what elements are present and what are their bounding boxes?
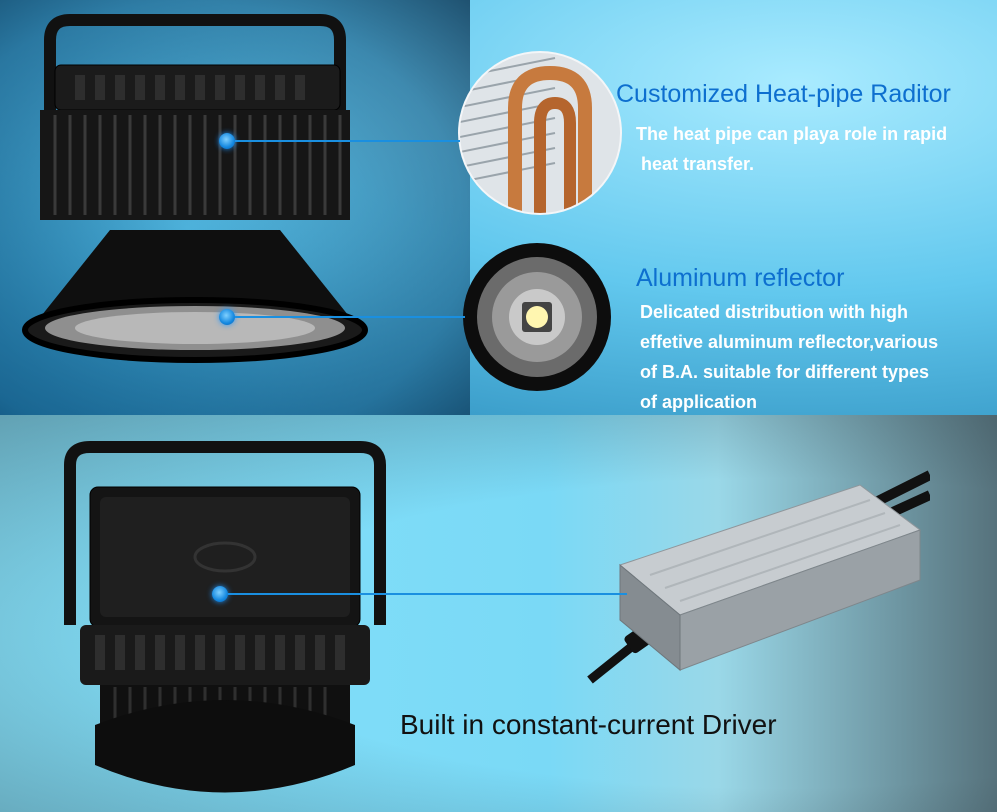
reflector-title: Aluminum reflector xyxy=(636,264,845,292)
heat-pipe-description-line: The heat pipe can playa role in rapid xyxy=(636,124,948,144)
driver-connector-line xyxy=(227,593,627,595)
driver-title: Built in constant-current Driver xyxy=(400,709,777,740)
driver-marker-dot xyxy=(212,586,228,602)
top-panel: Customized Heat-pipe Raditor The heat pi… xyxy=(0,0,997,415)
driver-image xyxy=(587,470,930,684)
highbay-lamp-back-image xyxy=(64,441,386,793)
highbay-lamp-front-image xyxy=(22,14,368,363)
reflector-description-line: of B.A. suitable for different types xyxy=(640,362,930,382)
reflector-description-line: Delicated distribution with high xyxy=(640,302,908,322)
reflector-marker-dot xyxy=(219,309,235,325)
heat-pipe-marker-dot xyxy=(219,133,235,149)
reflector-image xyxy=(463,243,611,391)
heat-pipe-description-line: heat transfer. xyxy=(641,154,755,174)
heat-pipe-description: The heat pipe can playa role in rapid he… xyxy=(636,119,947,179)
reflector-description-line: of application xyxy=(640,392,757,412)
reflector-description: Delicated distribution with high effetiv… xyxy=(640,297,938,415)
bottom-panel: Built in constant-current Driver xyxy=(0,415,997,812)
reflector-connector-line xyxy=(235,316,465,318)
heat-pipe-connector-line xyxy=(235,140,460,142)
heat-pipe-title: Customized Heat-pipe Raditor xyxy=(616,80,951,108)
reflector-description-line: effetive aluminum reflector,various xyxy=(640,332,939,352)
heat-pipe-image xyxy=(458,51,622,215)
